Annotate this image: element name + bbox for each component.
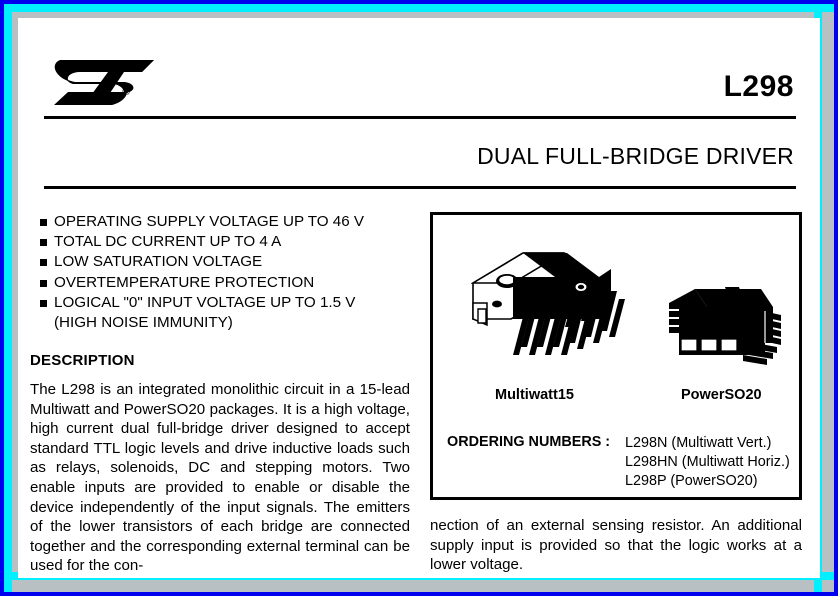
bullet-icon: [40, 259, 47, 267]
ordering-number-item: L298P (PowerSO20): [625, 473, 758, 489]
description-body: The L298 is an integrated monolithic cir…: [30, 381, 410, 575]
ordering-numbers-title: ORDERING NUMBERS :: [447, 434, 611, 450]
header-rule-top: [44, 116, 796, 119]
ordering-number-item: L298HN (Multiwatt Horiz.): [625, 454, 790, 470]
features-list: OPERATING SUPPLY VOLTAGE UP TO 46 V TOTA…: [30, 212, 422, 333]
feature-item: OVERTEMPERATURE PROTECTION: [30, 273, 422, 293]
registered-trademark-icon: ®: [122, 86, 131, 98]
feature-text: LOW SATURATION VOLTAGE: [54, 253, 263, 271]
ordering-numbers-list: L298N (Multiwatt Vert.) L298HN (Multiwat…: [625, 434, 790, 491]
powerso20-label: PowerSO20: [681, 387, 762, 403]
description-continuation: nection of an external sensing resistor.…: [430, 517, 802, 574]
multiwatt15-package-icon: [471, 252, 625, 355]
feature-text: TOTAL DC CURRENT UP TO 4 A: [54, 233, 282, 251]
feature-item: LOW SATURATION VOLTAGE: [30, 252, 422, 272]
multiwatt15-label: Multiwatt15: [495, 387, 574, 403]
description-heading: DESCRIPTION: [30, 352, 135, 369]
bullet-icon: [40, 239, 47, 247]
feature-item: TOTAL DC CURRENT UP TO 4 A: [30, 232, 422, 252]
document-subtitle: DUAL FULL-BRIDGE DRIVER: [477, 143, 794, 169]
package-figure-box: Multiwatt15 PowerSO20 ORDERING NUMBERS :…: [430, 212, 802, 500]
bullet-icon: [40, 219, 47, 226]
feature-text: LOGICAL "0" INPUT VOLTAGE UP TO 1.5 V: [54, 293, 356, 311]
datasheet-page: ® L298 DUAL FULL-BRIDGE DRIVER OPERATING…: [18, 18, 820, 578]
window-border-cyan-top: [4, 4, 834, 12]
part-number-title: L298: [723, 70, 794, 103]
ordering-number-item: L298N (Multiwatt Vert.): [625, 435, 772, 451]
st-logo: [54, 60, 154, 105]
feature-text: OPERATING SUPPLY VOLTAGE UP TO 46 V: [54, 213, 365, 230]
feature-text: OVERTEMPERATURE PROTECTION: [54, 273, 315, 291]
feature-item: OPERATING SUPPLY VOLTAGE UP TO 46 V: [30, 212, 422, 232]
feature-text-continuation: (HIGH NOISE IMMUNITY): [54, 314, 233, 332]
bullet-icon: [40, 299, 47, 307]
feature-item: LOGICAL "0" INPUT VOLTAGE UP TO 1.5 V (H…: [30, 293, 422, 333]
package-illustrations: Multiwatt15 PowerSO20: [433, 223, 799, 403]
window-border-cyan-left: [4, 4, 12, 592]
header-rule-bottom: [44, 186, 796, 189]
bullet-icon: [40, 279, 47, 287]
powerso20-package-icon: [669, 287, 781, 365]
